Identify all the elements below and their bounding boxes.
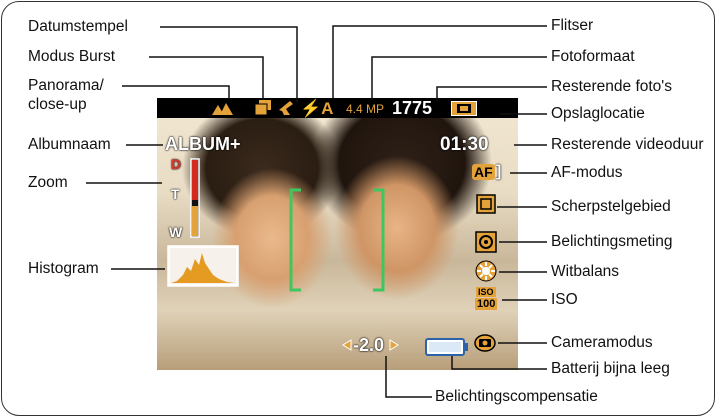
burst-mode-icon [255,100,271,115]
white-balance-icon [475,260,497,282]
zoom-wide-label: W [169,224,183,240]
label-datumstempel: Datumstempel [28,18,128,35]
iso-icon: ISO 100 [475,287,498,310]
panorama-icon [212,103,233,115]
label-resterende-videoduur: Resterende videoduur [551,136,704,153]
af-mode-icon: AF ] [472,163,502,180]
exposure-metering-icon [475,231,497,253]
label-af-modus: AF-modus [551,164,623,181]
camera-mode-icon [474,334,496,352]
exposure-compensation-value: -2.0 [353,335,385,355]
leader-batterij [451,356,547,370]
focus-frame [289,188,385,292]
picture-size-indicator: 4.4 MP [346,102,385,116]
label-batterij-bijna-leeg: Batterij bijna leeg [551,360,670,377]
flash-indicator: ⚡A [300,99,334,118]
label-belichtingsmeting: Belichtingsmeting [551,233,673,250]
label-albumnaam: Albumnaam [28,136,111,153]
label-modus-burst: Modus Burst [28,48,116,65]
pictures-remaining: 1775 [392,98,433,118]
label-belichtingscompensatie: Belichtingscompensatie [435,388,598,405]
leader-flitser [332,25,547,98]
label-fotoformaat: Fotoformaat [551,48,635,65]
exposure-left-arrow [342,339,352,351]
camera-lcd-screen: ⚡A 4.4 MP 1775 ALBUM+ 01:30 D T W AF ] [157,98,518,370]
leader-fotoformaat [371,56,547,100]
label-panorama-line2: close-up [28,96,87,113]
label-resterende-fotos: Resterende foto's [551,78,673,95]
storage-location-icon [451,101,477,116]
zoom-digital-label: D [171,156,182,172]
label-witbalans: Witbalans [551,263,620,280]
label-iso: ISO [551,291,578,308]
date-stamp-icon [279,101,293,115]
leader-modus-burst [149,56,264,100]
zoom-bar [190,158,200,238]
histogram-display [167,245,239,287]
label-scherpstelgebied: Scherpstelgebied [551,198,671,215]
label-opslaglocatie: Opslaglocatie [551,105,645,122]
label-panorama-line1: Panorama/ [28,77,104,94]
battery-low-icon [425,338,468,356]
leader-datumstempel [160,26,298,103]
label-histogram: Histogram [28,260,99,277]
label-flitser: Flitser [551,17,594,34]
label-zoom: Zoom [28,174,68,191]
status-bar [157,98,518,118]
focus-zone-icon [476,194,496,214]
leader-resterende-fotos [436,86,547,101]
zoom-tele-label: T [171,186,180,202]
video-time-remaining: 01:30 [440,134,489,155]
label-cameramodus: Cameramodus [551,334,653,351]
leader-belichtingscompensatie [385,356,432,398]
album-name: ALBUM+ [165,134,241,154]
leader-panorama [122,85,230,99]
exposure-right-arrow [389,339,399,351]
